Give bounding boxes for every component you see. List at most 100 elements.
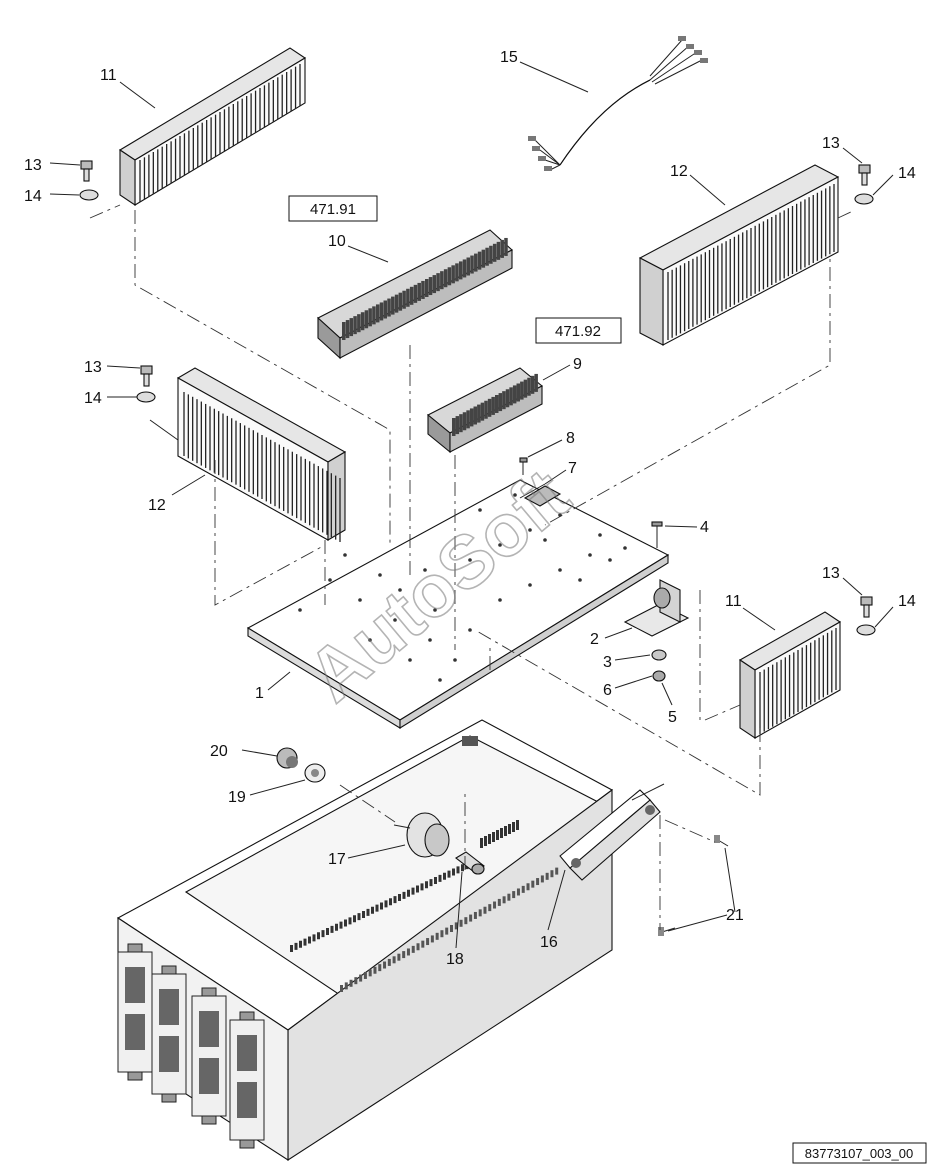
rail-tooth [469,914,473,922]
washer-part [651,649,667,661]
terminal-segment [495,395,499,413]
rail-tooth [521,885,525,893]
pulley-part [393,812,450,858]
connector-socket [151,965,187,1103]
callout-labels: 11 13 14 15 10 12 13 14 9 13 14 12 8 7 4… [24,49,916,968]
callout-2: 2 [590,631,599,648]
washer-part [856,624,876,636]
mounting-plate-part [246,479,670,729]
rail-tooth [421,940,425,948]
rail-tooth [438,874,442,882]
rail-tooth [502,896,506,904]
rail-tooth [420,883,424,891]
rail-tooth [447,870,451,878]
rail-tooth [416,943,420,951]
washer-part [136,391,156,403]
rail-tooth [526,883,530,891]
nut-part [652,670,666,682]
terminal-segment [443,269,448,288]
callout-14: 14 [898,593,916,610]
terminal-segment [387,298,391,317]
callout-16: 16 [540,934,558,951]
plate-hole [328,578,332,582]
terminal-segment [496,830,499,840]
rail-tooth [326,928,329,935]
rail-tooth [493,901,497,909]
callout-18: 18 [446,951,464,968]
terminal-segment [462,412,467,431]
terminal-segment [481,249,486,268]
callout-17: 17 [328,851,346,868]
plate-hole [588,553,592,557]
rail-tooth [497,898,501,906]
rail-tooth [354,977,358,985]
rail-tooth [555,867,559,875]
rail-tooth [312,934,316,942]
terminal-segment [421,280,425,299]
terminal-segment [512,385,517,404]
rail-tooth [483,906,487,914]
rail-tooth [344,982,348,990]
terminal-segment [504,237,508,256]
rail-tooth [308,936,311,944]
terminal-segment [436,273,440,292]
rail-tooth [540,875,544,883]
callout-4: 4 [700,519,709,536]
wire-harness-part [528,36,708,171]
rail-tooth [426,938,430,946]
plate-hole [408,658,412,662]
callout-7: 7 [568,460,577,477]
terminal-segment [432,275,437,294]
terminal-segment [474,253,478,272]
terminal-segment [455,416,460,435]
clip-part [519,483,562,507]
washer-part [79,189,99,201]
bolt-part [858,164,871,186]
plate-hole [368,638,372,642]
callout-20: 20 [210,743,228,760]
rail-tooth [440,930,444,938]
screw-part [658,927,676,936]
terminal-segment [523,379,528,398]
terminal-segment [484,836,487,846]
hinge-bracket-part [623,579,690,637]
terminal-segment [480,402,485,421]
reference-box-471-92: 471.92 [535,317,622,344]
terminal-segment [500,239,504,258]
terminal-segment [466,410,470,429]
callout-9: 9 [573,356,582,373]
rail-tooth [375,904,379,912]
rail-tooth [445,927,449,935]
rail-tooth [545,872,549,880]
plate-hole [513,493,517,497]
cap-part [276,747,298,769]
terminal-segment [469,408,474,427]
rail-tooth [339,921,343,929]
plate-hole [528,583,532,587]
terminal-segment [487,398,492,417]
terminal-segment [353,316,357,335]
terminal-segment [509,387,513,406]
terminal-segment [530,375,535,394]
terminal-segment [409,286,414,305]
plate-hole [528,528,532,532]
terminal-segment [466,257,470,276]
rail-tooth [330,925,334,933]
callout-3: 3 [603,654,612,671]
terminal-segment [364,310,369,329]
plate-hole [558,568,562,572]
connector-socket [229,1011,265,1149]
rail-tooth [406,948,410,956]
rail-tooth [383,961,387,969]
callout-12: 12 [670,163,688,180]
rail-tooth [452,868,455,876]
rail-tooth [290,945,293,952]
callout-13: 13 [24,157,42,174]
callout-14: 14 [84,390,102,407]
terminal-segment [394,294,399,313]
rail-tooth [507,893,511,901]
terminal-strip-part [317,229,513,360]
rail-tooth [461,864,464,872]
callout-8: 8 [566,430,575,447]
